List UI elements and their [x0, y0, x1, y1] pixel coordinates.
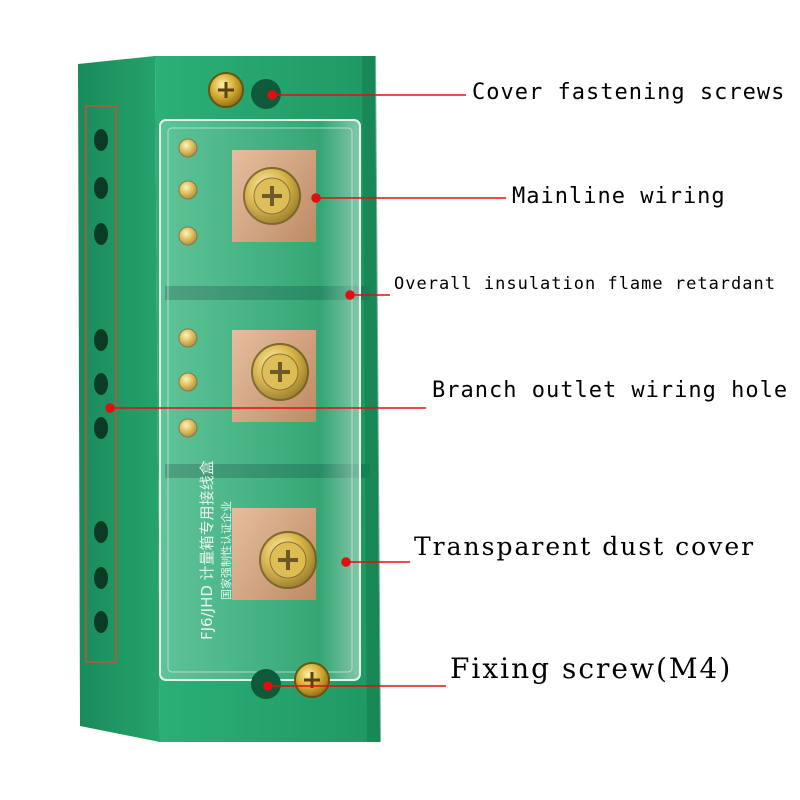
label-fixing-screw: Fixing screw(M4)	[450, 652, 733, 685]
label-cover-fastening-screws: Cover fastening screws	[472, 80, 786, 105]
side-label-text-2: 国家强制性认证企业	[219, 501, 233, 600]
branch-outlet-holes	[94, 129, 108, 633]
callout-leaders	[105, 90, 506, 691]
fixing-screw	[251, 662, 330, 699]
label-branch-outlet-wiring-hole: Branch outlet wiring hole	[432, 378, 789, 403]
housing-side	[78, 56, 160, 742]
outlet-hole-frame	[85, 105, 117, 663]
transparent-dust-cover: FJ6/JHD 计量箱专用接线盒 国家强制性认证企业	[159, 119, 361, 681]
label-insulation-flame-retardant: Overall insulation flame retardant	[394, 274, 776, 294]
side-label-text: FJ6/JHD 计量箱专用接线盒	[198, 460, 216, 640]
label-transparent-dust-cover: Transparent dust cover	[414, 532, 756, 561]
cover-fastening-screw	[208, 72, 281, 109]
label-mainline-wiring: Mainline wiring	[512, 184, 726, 209]
